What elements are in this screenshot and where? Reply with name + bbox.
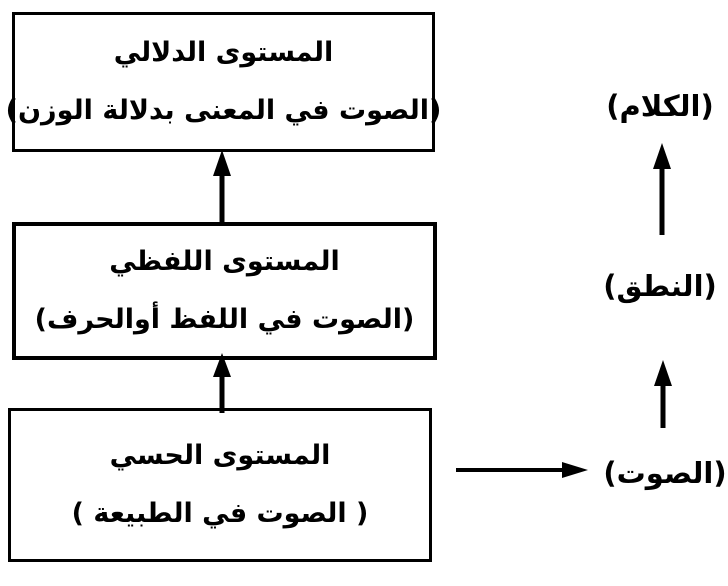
- label-speech: (الكلام): [606, 89, 714, 123]
- label-sound: (الصوت): [603, 456, 727, 490]
- right-arrow-icon: [456, 462, 588, 478]
- box-sensory-level: المستوى الحسي ( الصوت في الطبيعة ): [8, 408, 432, 562]
- verbal-level-title: المستوى اللفظي: [109, 246, 340, 277]
- box-verbal-level: المستوى اللفظي (الصوت في اللفظ أوالحرف): [12, 222, 437, 360]
- sensory-level-title: المستوى الحسي: [109, 440, 331, 471]
- label-pronunciation: (النطق): [603, 269, 717, 303]
- semantic-level-title: المستوى الدلالي: [113, 37, 334, 68]
- verbal-level-subtitle: (الصوت في اللفظ أوالحرف): [34, 304, 415, 335]
- sensory-level-subtitle: ( الصوت في الطبيعة ): [71, 498, 369, 529]
- up-arrow-icon: [654, 360, 672, 428]
- up-arrow-icon: [213, 150, 231, 224]
- semantic-level-subtitle: (الصوت في المعنى بدلالة الوزن): [5, 95, 442, 126]
- box-semantic-level: المستوى الدلالي (الصوت في المعنى بدلالة …: [6, 12, 441, 152]
- up-arrow-icon: [213, 353, 231, 413]
- up-arrow-icon: [653, 143, 671, 235]
